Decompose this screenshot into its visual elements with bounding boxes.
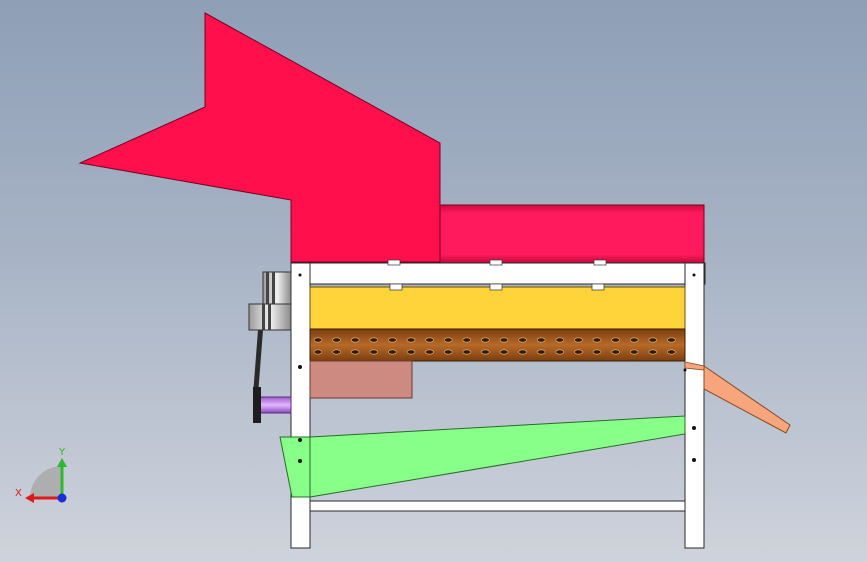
screen-hole — [313, 349, 323, 355]
screen-hole — [481, 337, 490, 343]
drum-cover[interactable] — [439, 204, 705, 264]
pulley-middle-groove-2 — [268, 304, 271, 330]
screen-hole — [462, 349, 472, 355]
screen-hole — [667, 349, 676, 355]
perforated-screen[interactable] — [309, 328, 686, 362]
screen-hole — [425, 349, 434, 355]
screen-hole — [499, 349, 509, 355]
screen-hole — [592, 337, 602, 343]
sieve-chute-lip — [279, 436, 311, 498]
screen-hole — [629, 337, 639, 343]
triad-y-label: Y — [58, 447, 66, 458]
screen-hole — [518, 337, 527, 343]
screen-hole — [350, 337, 360, 343]
frame-left-leg — [290, 262, 311, 549]
drum-bolts — [387, 259, 607, 291]
screen-hole — [443, 337, 453, 343]
screen-hole — [648, 349, 658, 355]
frame-bottom-rail — [309, 500, 686, 512]
screen-hole — [611, 337, 620, 343]
screen-holes — [313, 337, 676, 355]
frame-right-leg — [684, 262, 705, 549]
shaft-lower[interactable] — [259, 396, 292, 414]
screen-hole — [555, 349, 565, 355]
screen-hole — [611, 349, 620, 355]
screen-hole — [629, 349, 639, 355]
frame-fasteners — [298, 273, 696, 463]
screen-hole — [406, 349, 416, 355]
screen-hole — [406, 337, 416, 343]
screen-hole — [499, 337, 509, 343]
screen-hole — [592, 349, 602, 355]
screen-hole — [332, 349, 341, 355]
screen-hole — [574, 337, 583, 343]
pulley-lower[interactable] — [253, 387, 261, 423]
screen-hole — [574, 349, 583, 355]
screen-hole — [332, 337, 341, 343]
screen-hole — [462, 337, 472, 343]
pulley-upper-groove-2 — [272, 272, 275, 305]
triad-orientation-arc — [30, 466, 62, 498]
triad-y-arrow — [57, 458, 67, 467]
triad-x-label: X — [15, 488, 22, 499]
triad-x-arrow — [25, 493, 34, 503]
screen-hole — [388, 349, 397, 355]
sieve-chute[interactable] — [309, 415, 686, 498]
pulley-middle-groove — [262, 304, 265, 330]
discharge-chute-bracket — [684, 361, 705, 371]
screen-hole — [369, 349, 379, 355]
screen-hole — [481, 349, 490, 355]
screen-hole — [425, 337, 434, 343]
hopper[interactable] — [78, 12, 441, 263]
triad-z-axis — [57, 493, 67, 503]
threshing-drum[interactable] — [309, 286, 686, 330]
screen-hole — [443, 349, 453, 355]
frame-top-rail — [290, 262, 706, 285]
screen-hole — [313, 337, 323, 343]
screen-hole — [536, 349, 546, 355]
screen-hole — [369, 337, 379, 343]
screen-hole — [536, 337, 546, 343]
screen-hole — [518, 349, 527, 355]
cover-plate[interactable] — [309, 360, 413, 399]
belt-drive[interactable] — [248, 271, 292, 423]
pulley-upper-groove — [266, 272, 269, 305]
discharge-chute[interactable] — [703, 365, 791, 434]
screen-hole — [350, 349, 360, 355]
screen-hole — [555, 337, 565, 343]
coordinate-triad: Y X — [15, 447, 67, 503]
screen-hole — [388, 337, 397, 343]
screen-hole — [667, 337, 676, 343]
drive-belt — [253, 330, 263, 395]
screen-hole — [648, 337, 658, 343]
